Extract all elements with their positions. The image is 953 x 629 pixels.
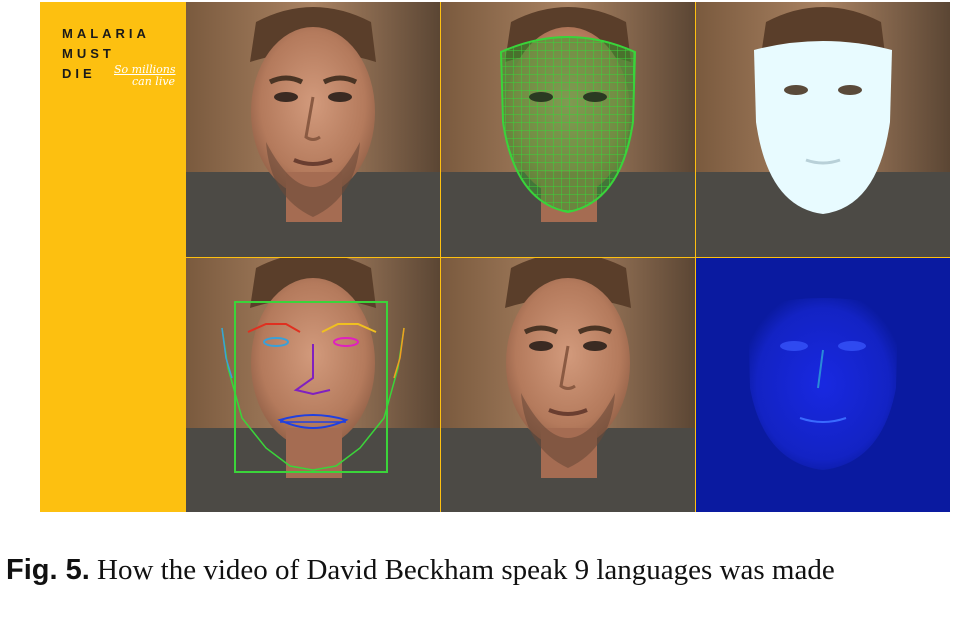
panel-facial-landmarks	[186, 258, 440, 512]
logo-script: So millions can live	[114, 64, 194, 88]
diff-map	[696, 258, 950, 512]
caption-label: Fig. 5.	[6, 554, 90, 586]
figure-image: MALARIA MUST DIE So millions can live	[40, 2, 950, 512]
face-photo	[186, 2, 440, 257]
panel-difference-map	[696, 258, 950, 512]
logo-line-3: DIE	[62, 66, 96, 81]
logo-script-line-1: So millions	[114, 63, 176, 76]
mask-photo	[696, 2, 950, 257]
logo-line-2: MUST	[62, 46, 115, 61]
figure-caption: Fig. 5. How the video of David Beckham s…	[6, 550, 951, 590]
panel-synthesized-frame	[441, 258, 695, 512]
logo-script-line-2: can live	[132, 75, 176, 88]
synth-photo	[441, 258, 695, 512]
mesh-photo	[441, 2, 695, 257]
panel-original-frame	[186, 2, 440, 257]
campaign-logo: MALARIA MUST DIE So millions can live	[62, 24, 176, 88]
caption-text: How the video of David Beckham speak 9 l…	[97, 554, 835, 586]
panel-rendered-face-mask	[696, 2, 950, 257]
panel-3d-mesh-overlay	[441, 2, 695, 257]
landmarks-photo	[186, 258, 440, 512]
logo-line-1: MALARIA	[62, 26, 150, 41]
